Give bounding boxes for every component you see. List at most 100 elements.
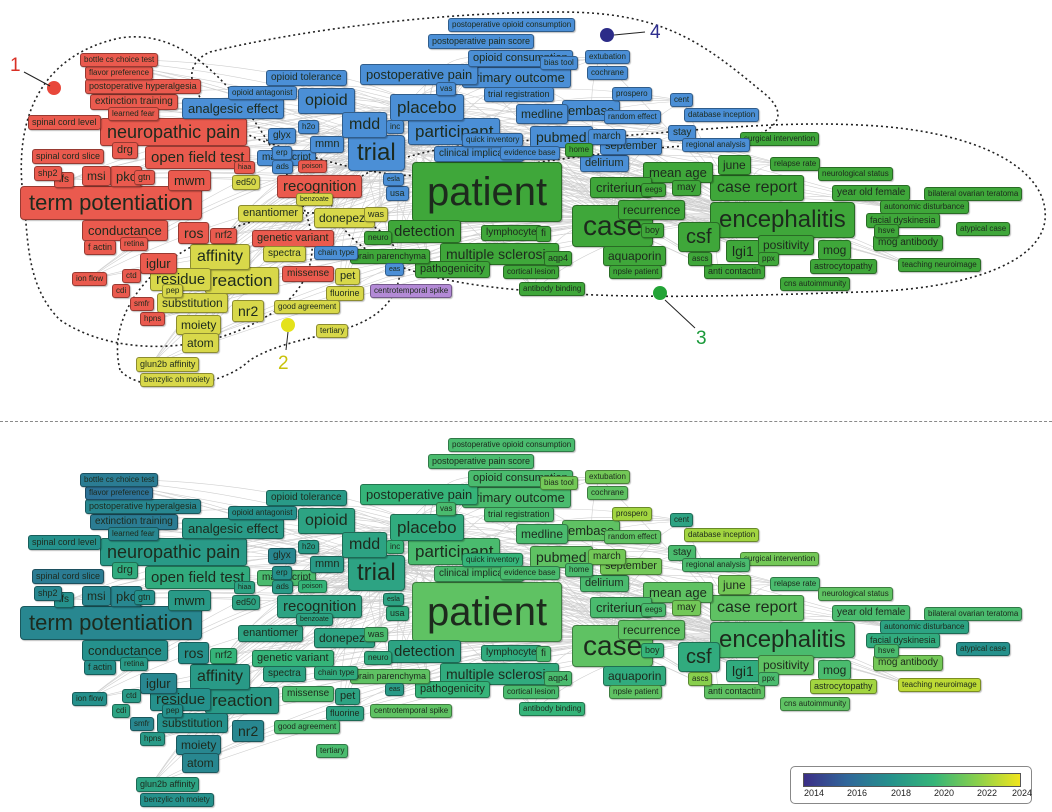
term-node: recurrence: [618, 200, 686, 220]
term-node-overlay: spectra: [263, 666, 306, 682]
term-node: quick inventory: [462, 133, 524, 147]
term-node-overlay: fi: [536, 646, 551, 662]
term-node-overlay: mmn: [310, 556, 345, 573]
term-node-overlay: mog: [818, 660, 852, 680]
term-node-overlay: bottle cs choice test: [80, 473, 159, 487]
term-node-overlay: march: [588, 549, 626, 565]
term-node: analgesic effect: [182, 98, 285, 119]
term-node-overlay: brain parenchyma: [350, 669, 431, 684]
term-node: cdi: [112, 284, 131, 298]
term-node-overlay: gtn: [134, 590, 155, 605]
term-node: benzoate: [296, 193, 333, 206]
term-node: postoperative pain score: [428, 34, 535, 49]
term-node-overlay: neuro: [364, 651, 393, 665]
term-node-overlay: postoperative pain score: [428, 454, 535, 469]
term-node: lymphocyte: [481, 225, 542, 241]
cluster-1-leader: [23, 71, 51, 87]
term-node-overlay: pet: [335, 688, 361, 705]
term-node: moiety: [176, 315, 222, 335]
term-node: glun2b affinity: [136, 357, 200, 372]
term-node-overlay: mog antibody: [873, 655, 944, 671]
term-node: opioid tolerance: [266, 70, 347, 86]
term-node: pet: [335, 268, 361, 285]
term-node-overlay: h2o: [298, 540, 320, 554]
term-node: nrf2: [210, 228, 238, 244]
term-node-overlay: lymphocyte: [481, 645, 542, 661]
term-node: genetic variant: [252, 230, 334, 247]
term-node: spinal cord slice: [32, 149, 105, 164]
term-node-overlay: evidence base: [500, 566, 560, 580]
term-node: autonomic disturbance: [880, 200, 969, 214]
term-node: ascs: [688, 252, 713, 266]
term-node: substitution: [157, 293, 228, 313]
term-node-overlay: antibody binding: [519, 702, 586, 716]
term-node: antibody binding: [519, 282, 586, 296]
term-node-overlay: eas: [385, 683, 405, 696]
term-node: missense: [282, 266, 335, 282]
cluster-3-marker: [653, 286, 667, 300]
term-node: eas: [385, 263, 405, 276]
term-node: aquaporin: [603, 246, 667, 266]
term-node-overlay: hiaa: [234, 581, 256, 594]
term-node: bottle cs choice test: [80, 53, 159, 67]
term-node: chain type: [314, 246, 359, 260]
term-node: march: [588, 129, 626, 145]
term-node: erp: [272, 146, 292, 160]
term-node-overlay: substitution: [157, 713, 228, 733]
term-node-overlay: lgi1: [726, 660, 760, 682]
term-node: cns autoimmunity: [780, 277, 851, 291]
term-node-overlay: poison: [298, 580, 327, 593]
term-node-overlay: nrf2: [210, 648, 238, 664]
term-node-overlay: centrotemporal spike: [370, 704, 453, 718]
term-node: astrocytopathy: [810, 259, 877, 274]
cluster-markers: [23, 28, 696, 351]
cluster-4-outline: [190, 11, 779, 177]
term-node-overlay: inc: [386, 540, 405, 554]
term-node: bilateral ovarian teratoma: [924, 187, 1023, 201]
cooccurrence-edge: [340, 552, 449, 715]
term-node-overlay: medline: [516, 524, 569, 544]
term-node: mwm: [168, 170, 212, 191]
term-node: prospero: [612, 87, 652, 101]
term-node: h2o: [298, 120, 320, 134]
term-node: esla: [383, 173, 404, 186]
term-node-overlay: year old female: [832, 605, 911, 621]
term-node-overlay: opioid antagonist: [228, 506, 297, 520]
legend-tick: 2022: [976, 788, 998, 798]
term-node: ion flow: [72, 272, 108, 286]
term-node: brain parenchyma: [350, 249, 431, 264]
term-node: atypical case: [956, 222, 1011, 236]
term-node-overlay: patient: [412, 582, 563, 642]
term-node-overlay: genetic variant: [252, 650, 334, 667]
term-node-overlay: retina: [120, 657, 149, 671]
term-node-overlay: database inception: [684, 528, 760, 542]
term-node: home: [565, 143, 594, 157]
term-node: mog antibody: [873, 235, 944, 251]
term-node: term potentiation: [20, 186, 202, 220]
term-node: neuropathic pain: [100, 118, 248, 146]
term-node-overlay: ads: [272, 580, 293, 594]
term-node: spectra: [263, 246, 306, 262]
term-node-overlay: cent: [670, 513, 694, 527]
cluster-4-marker: [600, 28, 614, 42]
cluster-2-leader: [285, 331, 289, 351]
term-node-overlay: delirium: [580, 575, 629, 592]
term-node-overlay: atypical case: [956, 642, 1011, 656]
term-node: fluorine: [326, 286, 364, 301]
term-node: opioid: [298, 88, 355, 114]
term-node: tertiary: [316, 324, 349, 338]
term-node: trial: [348, 135, 405, 171]
term-node: neurological status: [818, 167, 893, 181]
year-color-legend: 2014 2016 2018 2020 2022 2024: [790, 766, 1032, 804]
term-node-overlay: astrocytopathy: [810, 679, 877, 694]
term-node: patient: [412, 162, 563, 222]
term-node: encephalitis: [710, 202, 855, 238]
cluster-4-leader: [613, 31, 646, 36]
term-node-overlay: vas: [436, 502, 457, 516]
term-node-overlay: neurological status: [818, 587, 893, 601]
term-node: neuro: [364, 231, 393, 245]
term-node-overlay: open field test: [145, 566, 251, 589]
term-node-overlay: spinal cord level: [28, 535, 101, 550]
term-node-overlay: ascs: [688, 672, 713, 686]
term-node-overlay: glyx: [268, 548, 296, 564]
